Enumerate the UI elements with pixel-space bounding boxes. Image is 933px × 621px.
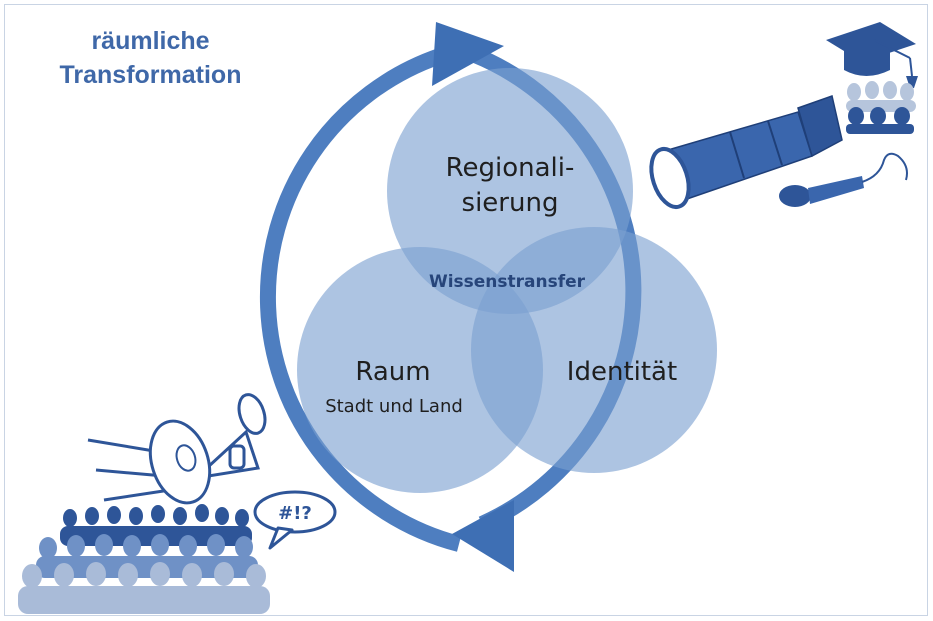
raum-label: Raum <box>355 357 430 387</box>
microphone-icon <box>779 152 908 207</box>
diagram-title: räumliche Transformation <box>38 24 263 92</box>
speech-bubble-text: #!? <box>278 503 312 524</box>
wissenstransfer-label: Wissenstransfer <box>429 272 586 292</box>
audience-icon <box>846 81 916 134</box>
regionalisierung-line-1: Regionali- <box>446 153 575 183</box>
telescope-icon <box>649 95 843 210</box>
crowd-icon <box>18 504 270 614</box>
mortarboard-icon <box>826 22 918 88</box>
raum-sublabel: Stadt und Land <box>325 396 463 417</box>
circle-identitaet <box>471 227 717 473</box>
slide-frame <box>4 4 928 616</box>
regionalisierung-line-2: sierung <box>462 188 559 218</box>
venn-diagram <box>297 68 717 493</box>
speech-bubble-icon: #!? <box>253 490 337 550</box>
identitaet-label: Identität <box>567 357 677 387</box>
megaphone-icon <box>87 393 267 505</box>
title-line-2: Transformation <box>59 61 242 89</box>
title-line-1: räumliche <box>91 27 210 55</box>
